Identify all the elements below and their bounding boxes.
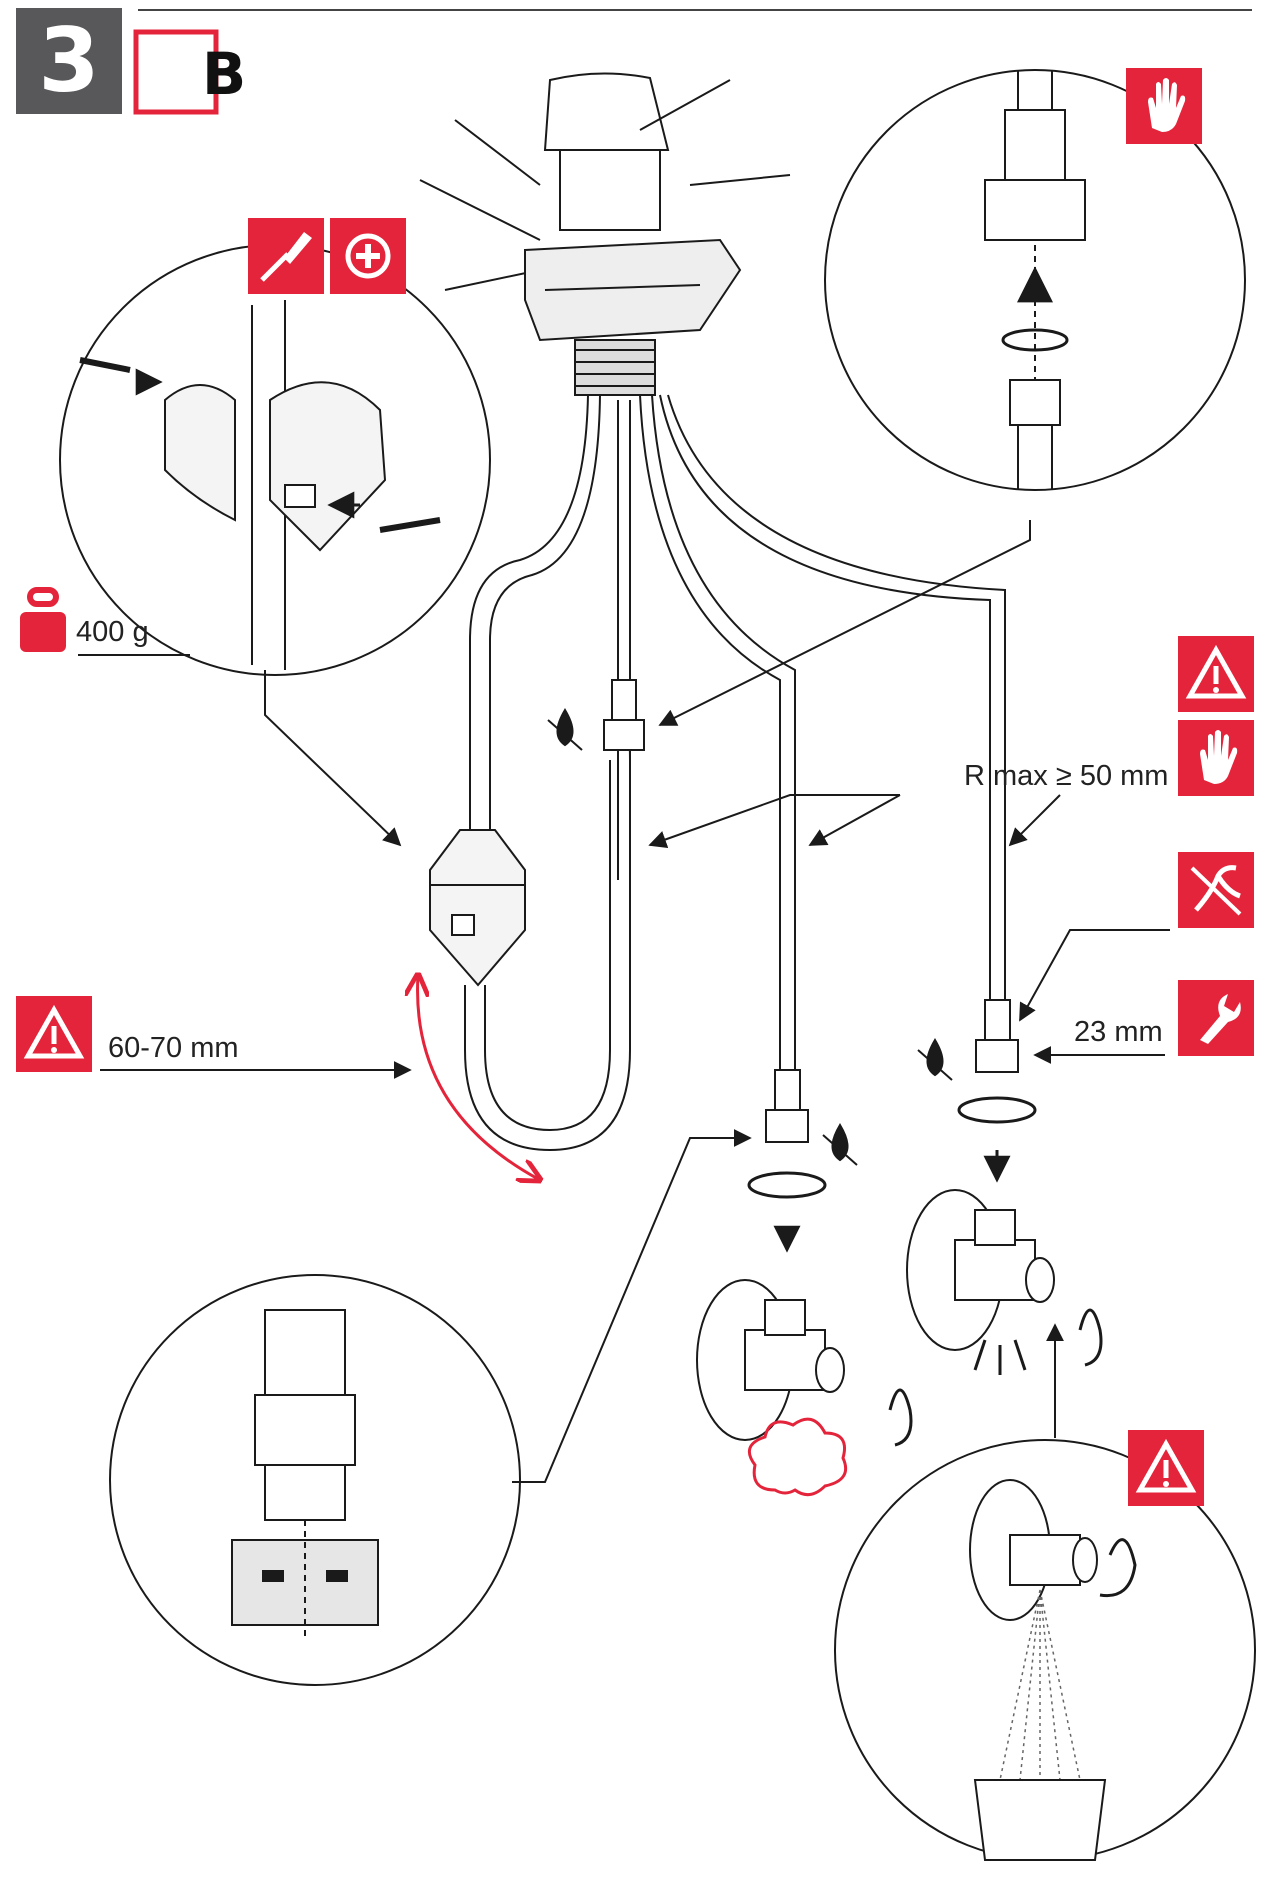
faucet-base	[419, 72, 791, 396]
shower-weight	[429, 829, 526, 987]
hose-nut-cold	[975, 999, 1019, 1073]
warning-icon	[1178, 636, 1254, 712]
rotation-arrows	[747, 1096, 1037, 1253]
screwdriver-icon	[248, 218, 324, 294]
distance-arc	[418, 975, 540, 1180]
valve-turn-arrows	[888, 1308, 1103, 1447]
no-drip-icon	[822, 1123, 858, 1166]
wrench-icon	[1178, 980, 1254, 1056]
hose-nut-hot	[765, 1069, 809, 1143]
callout-screw-detail	[59, 244, 491, 676]
hoses	[464, 394, 1006, 1152]
weight-label: 400 g	[76, 616, 149, 648]
hand-icon	[1178, 720, 1254, 796]
weight-icon	[20, 587, 66, 652]
callout-flush-detail	[834, 1439, 1256, 1861]
distance-label: 60-70 mm	[108, 1032, 239, 1064]
callout-seal-detail	[109, 1274, 521, 1686]
no-pliers-icon	[1178, 852, 1254, 928]
no-drip-icon	[547, 708, 583, 751]
angle-valve-left	[696, 1279, 845, 1441]
step-number: 3	[16, 8, 122, 114]
angle-valve-right	[906, 1189, 1055, 1351]
water-spray	[973, 1339, 1027, 1375]
hose-nut-center	[603, 679, 645, 751]
variant-letter: B	[202, 40, 247, 108]
no-drip-icon	[917, 1038, 953, 1081]
warning-icon	[16, 996, 92, 1072]
steam-icon	[747, 1417, 848, 1497]
warning-icon	[1128, 1430, 1204, 1506]
variant-checkbox	[133, 29, 219, 115]
wrench-size-label: 23 mm	[1074, 1016, 1163, 1048]
leader-lines	[78, 520, 1170, 1483]
phillips-screw-icon	[330, 218, 406, 294]
bend-radius-label: R max ≥ 50 mm	[964, 760, 1169, 792]
callout-nut-detail	[824, 69, 1246, 491]
hand-icon	[1126, 68, 1202, 144]
